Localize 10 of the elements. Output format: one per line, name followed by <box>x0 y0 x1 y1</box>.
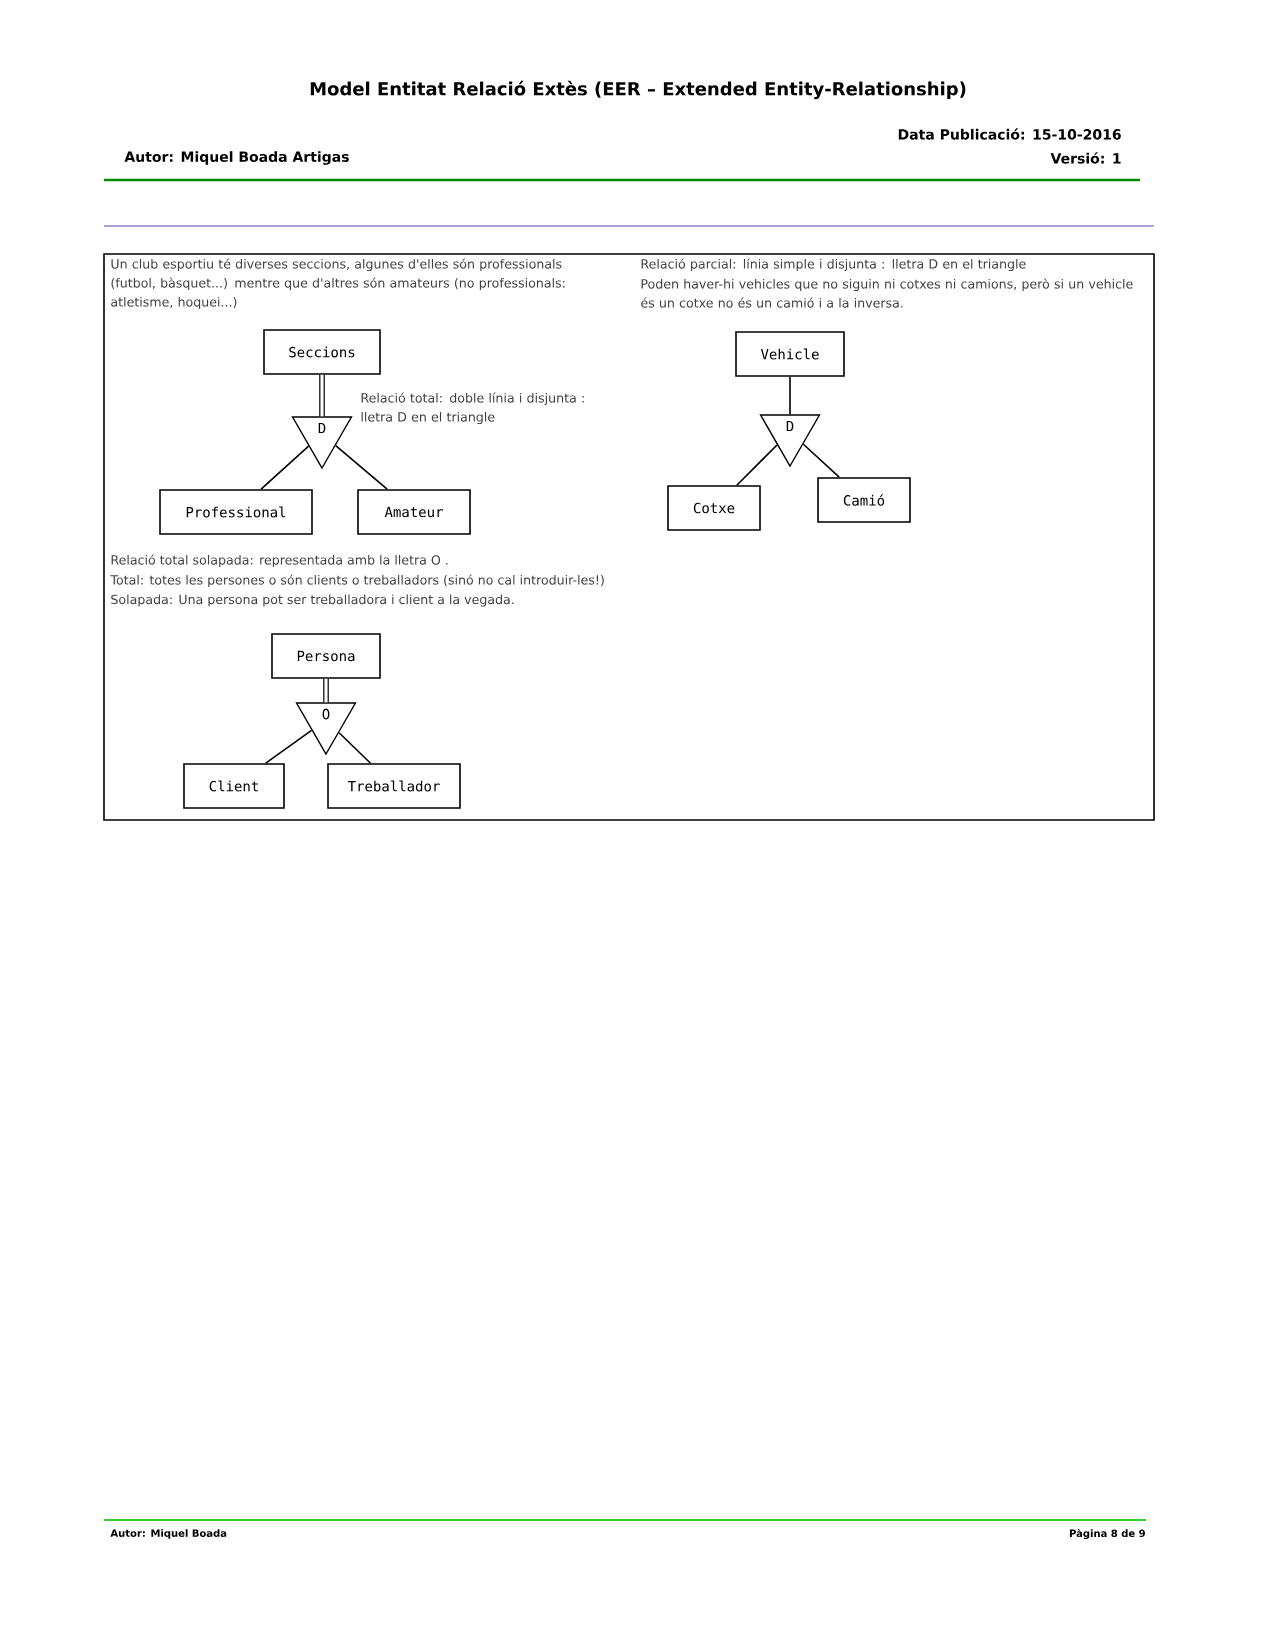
connector-line <box>260 445 310 490</box>
connector-line <box>789 376 791 416</box>
connector-line <box>264 729 313 764</box>
connector-line <box>319 374 325 417</box>
connector-line <box>802 443 840 478</box>
connector-line <box>334 444 388 490</box>
connector-line <box>323 678 329 703</box>
title: Model Entitat Relació Extès (EER – Extended Entity-Relationship) <box>310 80 966 100</box>
connector-line <box>736 444 778 486</box>
connector-line <box>338 731 372 764</box>
